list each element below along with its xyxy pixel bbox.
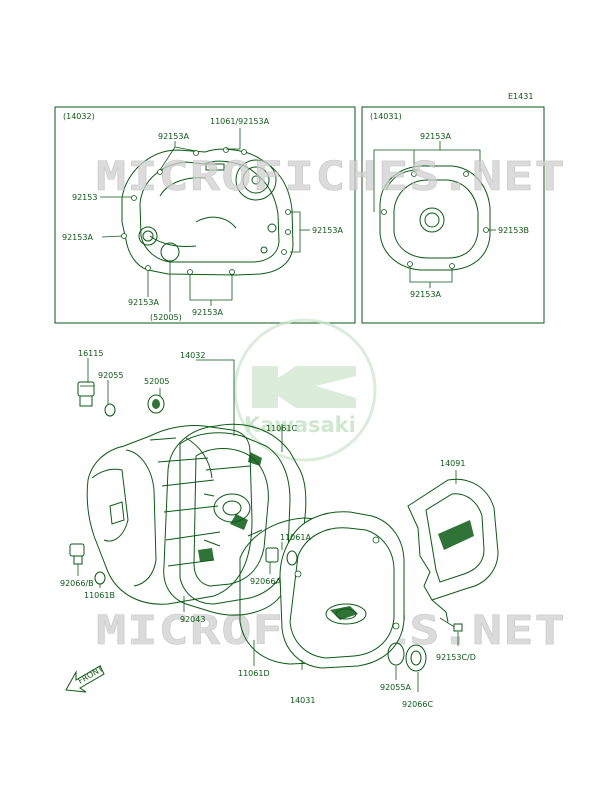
- inset-left-oil-window-inner: [142, 230, 154, 242]
- label-11061a: 11061A: [280, 533, 311, 542]
- inset-left-clutch-boss: [235, 159, 277, 201]
- gasket-11061c: [163, 423, 307, 616]
- inset-right-rim: [385, 169, 419, 191]
- inset-left-label-92153-left: 92153: [72, 193, 97, 202]
- front-arrow: FRONT: [65, 664, 105, 693]
- label-52005: 52005: [144, 377, 169, 386]
- cap-16115: [77, 381, 95, 407]
- plug-92066c: [405, 644, 427, 672]
- generator-cover-14031: [279, 511, 405, 669]
- inset-left-cover-inner: [139, 160, 280, 263]
- o-ring-92055a: [387, 642, 405, 666]
- inset-left-label-92153a-bottom: 92153A: [128, 298, 159, 307]
- kawasaki-logo-text: Kawasaki: [244, 413, 356, 437]
- inset-left-leaders: [100, 128, 310, 312]
- plug-52005: [147, 394, 165, 414]
- crankcase-body: [86, 425, 253, 605]
- main-leaders: [77, 358, 459, 692]
- gasket-11061a: [286, 550, 298, 566]
- inset-left-label-92153a-right: 92153A: [312, 226, 343, 235]
- inset-right-generator-cover-14031: (14031) 92153A 92153B 92153A: [361, 106, 545, 324]
- inset-right-frame: [361, 106, 545, 324]
- inset-left-clutch-center: [251, 175, 261, 185]
- label-16115: 16115: [78, 349, 103, 358]
- bolt-92153cd: [439, 617, 463, 632]
- label-92055a: 92055A: [380, 683, 411, 692]
- inset-right-center-boss: [419, 207, 445, 233]
- clutch-cover-14032: [179, 432, 291, 605]
- inset-left-label-11061-92153a: 11061/92153A: [210, 117, 270, 126]
- label-11061c: 11061C: [266, 424, 297, 433]
- plug-92066b: [69, 543, 85, 565]
- inset-left-boss-b: [260, 246, 268, 254]
- label-92153cd: 92153C/D: [436, 653, 476, 662]
- watermark-site-top: MICROFICHES.NET: [96, 154, 566, 200]
- kawasaki-logo-ring: [233, 318, 377, 462]
- inset-left-title: (14032): [63, 112, 95, 121]
- kawasaki-logo-watermark: Kawasaki: [233, 318, 377, 462]
- diagram-code: E1431: [508, 92, 533, 101]
- inset-left-label-52005: (52005): [150, 313, 182, 322]
- inset-left-plug-52005: [160, 242, 180, 262]
- inset-left-frame: [54, 106, 356, 324]
- inset-right-cover-outline: [379, 165, 491, 271]
- inset-left-label-92153a-left: 92153A: [62, 233, 93, 242]
- o-ring-92055: [104, 403, 116, 417]
- inset-left-boss-a: [267, 223, 277, 233]
- front-arrow-icon: [65, 665, 105, 693]
- inset-left-bolt-holes: [121, 147, 291, 275]
- inset-left-crankcase-cover-14032: (14032): [54, 106, 356, 324]
- inset-right-title: (14031): [370, 112, 402, 121]
- label-92066c: 92066C: [402, 700, 433, 709]
- label-92043: 92043: [180, 615, 205, 624]
- inset-right-center-bore: [424, 212, 440, 228]
- label-11061d: 11061D: [238, 669, 270, 678]
- gasket-11061b: [94, 571, 106, 585]
- label-92066b: 92066/B: [60, 579, 94, 588]
- inset-right-bolt-holes: [381, 171, 489, 269]
- inset-right-label-92153a-bottom: 92153A: [410, 290, 441, 299]
- kawasaki-k-mark: [252, 366, 356, 408]
- sprocket-cover-14091: [407, 478, 499, 623]
- label-14031: 14031: [290, 696, 315, 705]
- plug-92066a: [265, 547, 279, 563]
- inset-left-clutch-boss-inner: [242, 166, 270, 194]
- inset-right-label-92153b: 92153B: [498, 226, 529, 235]
- label-14091: 14091: [440, 459, 465, 468]
- label-92055: 92055: [98, 371, 123, 380]
- inset-left-oil-window: [138, 226, 158, 246]
- inset-left-label-92153a-bottom2: 92153A: [192, 308, 223, 317]
- inset-left-label-92153a-top: 92153A: [158, 132, 189, 141]
- inset-right-cover-inner: [393, 179, 479, 259]
- inset-right-label-92153a-top: 92153A: [420, 132, 451, 141]
- inset-left-slot: [205, 163, 225, 171]
- label-11061b: 11061B: [84, 591, 115, 600]
- label-92066a: 92066A: [250, 577, 281, 586]
- inset-right-leaders: [373, 141, 496, 288]
- label-14032: 14032: [180, 351, 205, 360]
- inset-left-cover-outline: [121, 148, 294, 276]
